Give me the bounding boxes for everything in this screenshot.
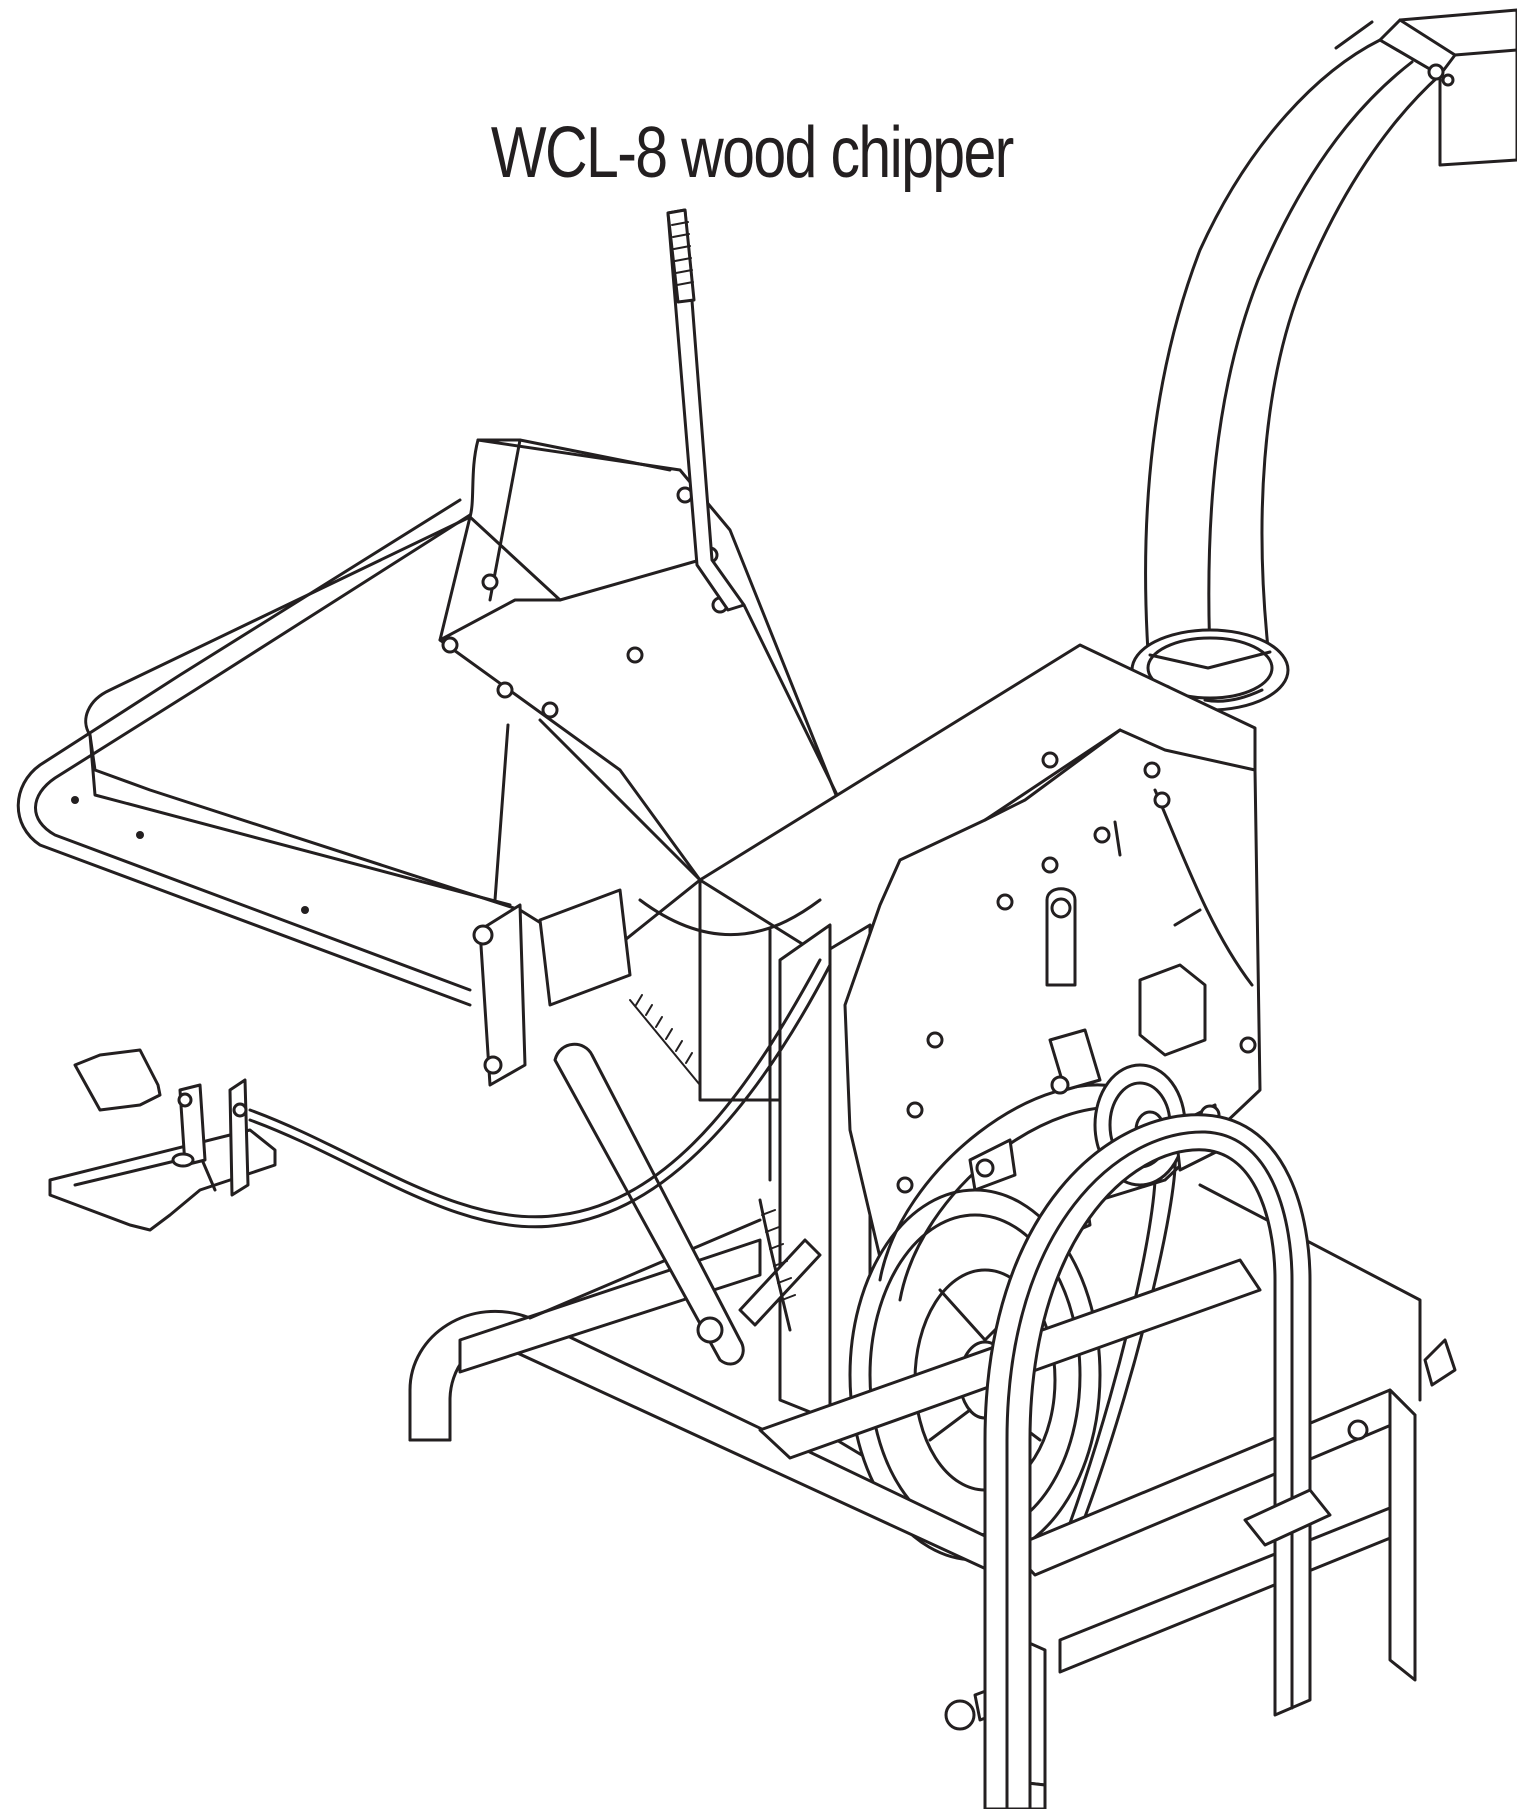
feed-linkage <box>472 888 822 1366</box>
infeed-hopper <box>71 438 842 962</box>
discharge-chute <box>1144 8 1517 657</box>
control-lever <box>666 208 844 807</box>
pedal-cable <box>248 898 832 1229</box>
hopper-guard-rail <box>16 498 472 1007</box>
safety-hoop <box>983 1113 1332 1809</box>
foot-pedal <box>48 1048 277 1232</box>
drawing-title: WCL-8 wood chipper <box>490 113 1014 193</box>
